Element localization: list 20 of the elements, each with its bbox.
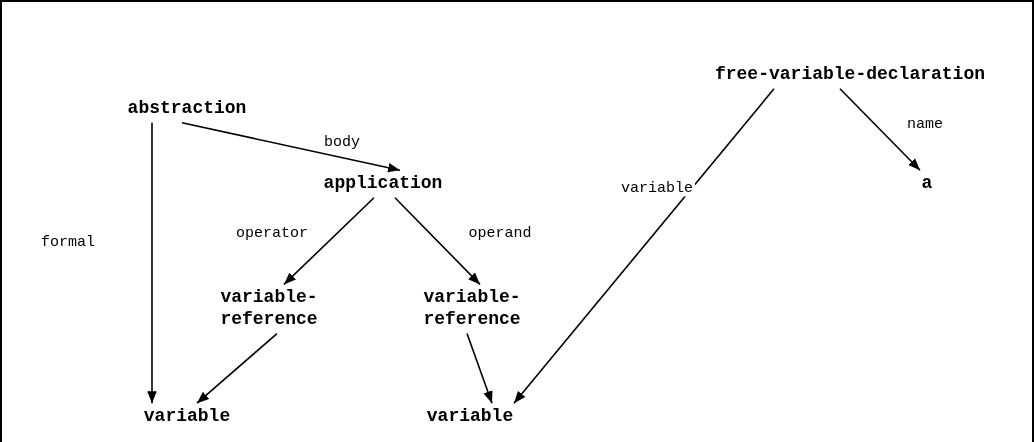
edge-label: operator [234,224,310,242]
arrow [283,197,375,286]
arrow [839,88,921,171]
edge-label: body [322,133,362,151]
arrow [466,332,493,404]
arrow [513,88,775,404]
node-label: variable [137,406,237,428]
edge-label: operand [466,224,534,242]
node-label: free-variable-declaration [700,64,1000,86]
node-label: variable- reference [412,287,532,331]
node-label: application [313,173,453,195]
arrow [196,332,278,404]
arrow [394,197,481,286]
node-label: variable- reference [209,287,329,331]
edge-label: variable [619,179,695,197]
node-label: abstraction [117,98,257,120]
node-label: a [917,173,937,195]
arrow [181,122,401,173]
node-label: variable [415,406,525,428]
arrow [147,122,157,404]
